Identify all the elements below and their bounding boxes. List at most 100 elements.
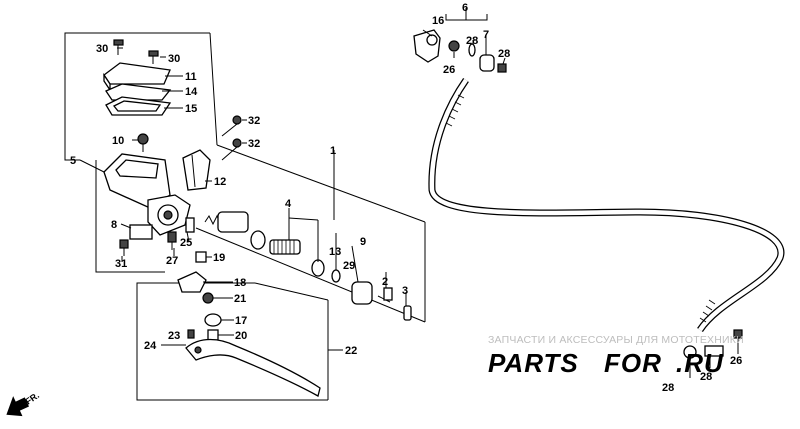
leader-lines — [79, 29, 739, 378]
callout-17: 17 — [235, 315, 247, 327]
watermark-tagline: ЗАПЧАСТИ И АКСЕССУАРЫ ДЛЯ МОТОТЕХНИКИ — [488, 334, 744, 346]
callout-28-top: 28 — [466, 35, 478, 47]
piston-box-top — [216, 144, 426, 223]
callout-32-upper: 32 — [248, 115, 260, 127]
screw-32-upper — [221, 115, 242, 137]
callout-11: 11 — [185, 71, 197, 83]
bore-hole — [163, 210, 173, 220]
nut-21 — [202, 292, 214, 304]
clutch-hose — [413, 29, 785, 359]
callout-3: 3 — [402, 285, 408, 297]
assembly-outlines — [64, 8, 488, 401]
spring-23 — [187, 329, 195, 339]
callout-25: 25 — [180, 237, 192, 249]
diaphragm-plate — [105, 83, 172, 101]
callout-4: 4 — [285, 198, 292, 210]
part-17 — [204, 313, 222, 327]
callout-30-right: 30 — [168, 53, 180, 65]
bolt-10 — [137, 133, 149, 152]
hose-outer — [428, 77, 785, 333]
callout-18: 18 — [234, 277, 246, 289]
master-cylinder-box-left — [95, 160, 165, 273]
watermark-brand-ru: .RU — [676, 348, 724, 378]
circlip-29 — [331, 269, 341, 283]
callout-31: 31 — [115, 258, 127, 270]
pin-3 — [403, 305, 412, 321]
callout-12: 12 — [214, 176, 226, 188]
banjo-eye — [426, 34, 438, 46]
lever-pivot-hole — [194, 346, 202, 354]
callout-26-top: 26 — [443, 64, 455, 76]
master-cylinder — [103, 115, 242, 256]
callout-21: 21 — [234, 293, 246, 305]
boot-9 — [351, 281, 373, 305]
screw-32-lower — [221, 138, 242, 161]
callout-15: 15 — [185, 103, 197, 115]
holder-bracket — [182, 149, 211, 191]
piston-set — [204, 211, 412, 321]
piston-cup — [217, 211, 249, 233]
callouts: 30 30 11 14 15 10 5 12 32 32 8 31 25 27 … — [70, 2, 742, 394]
hose-inner — [429, 78, 784, 332]
callout-30-left: 30 — [96, 43, 108, 55]
callout-28-right: 28 — [498, 48, 510, 60]
watermark: ЗАПЧАСТИ И АКСЕССУАРЫ ДЛЯ МОТОТЕХНИКИ PA… — [488, 334, 744, 378]
bolt-31 — [119, 239, 129, 256]
callout-13: 13 — [329, 246, 341, 258]
screw-30-right — [148, 50, 159, 64]
secondary-cup — [250, 230, 266, 250]
callout-16: 16 — [432, 15, 444, 27]
reservoir-parts — [103, 39, 172, 152]
part-20 — [207, 329, 219, 341]
callout-1: 1 — [330, 145, 336, 157]
callout-27: 27 — [166, 255, 178, 267]
callout-5: 5 — [70, 155, 76, 167]
reservoir-cap — [103, 62, 171, 85]
pushrod-2 — [377, 287, 393, 303]
banjo-fitting-16 — [413, 29, 441, 63]
hose-sleeve-bottom — [699, 299, 716, 323]
bracket-5 — [64, 32, 80, 161]
callout-20: 20 — [235, 330, 247, 342]
screw-30-left — [113, 39, 124, 55]
diaphragm-inner — [112, 100, 162, 112]
bolt-26-top — [448, 40, 460, 52]
washer-28-top — [468, 43, 476, 57]
callout-28-bottom-left: 28 — [662, 382, 674, 394]
callout-7: 7 — [483, 29, 489, 41]
callout-9: 9 — [360, 236, 366, 248]
piston-box-bottom — [195, 227, 426, 323]
watermark-brand-parts: PARTS — [488, 348, 579, 378]
pivot-bolt-27 — [167, 231, 177, 250]
clutch-lever — [185, 338, 321, 397]
part-19 — [195, 251, 207, 263]
callout-8: 8 — [111, 219, 117, 231]
nut-28-right — [497, 63, 507, 73]
hose-sleeve-top — [445, 94, 465, 127]
banjo-bottom — [704, 345, 724, 357]
callout-26-bottom: 26 — [730, 355, 742, 367]
callout-29: 29 — [343, 260, 355, 272]
callout-10: 10 — [112, 135, 124, 147]
pivot-boss — [129, 224, 153, 240]
piston-box-left — [209, 32, 218, 146]
lever-assembly — [177, 251, 321, 397]
pivot-18 — [177, 271, 207, 293]
callout-23: 23 — [168, 330, 180, 342]
switch-25 — [185, 217, 195, 233]
holder-split — [191, 154, 196, 188]
washer-13 — [311, 259, 325, 277]
callout-22: 22 — [345, 345, 357, 357]
reservoir-opening — [115, 159, 159, 179]
front-direction-indicator: FR. — [6, 390, 41, 417]
callout-24: 24 — [144, 340, 157, 352]
callout-2: 2 — [382, 276, 388, 288]
piston-4 — [269, 239, 301, 255]
callout-14: 14 — [185, 86, 198, 98]
watermark-brand-for: FOR — [604, 348, 662, 378]
callout-6: 6 — [462, 2, 468, 14]
callout-19: 19 — [213, 252, 225, 264]
front-arrow-icon — [6, 396, 29, 417]
